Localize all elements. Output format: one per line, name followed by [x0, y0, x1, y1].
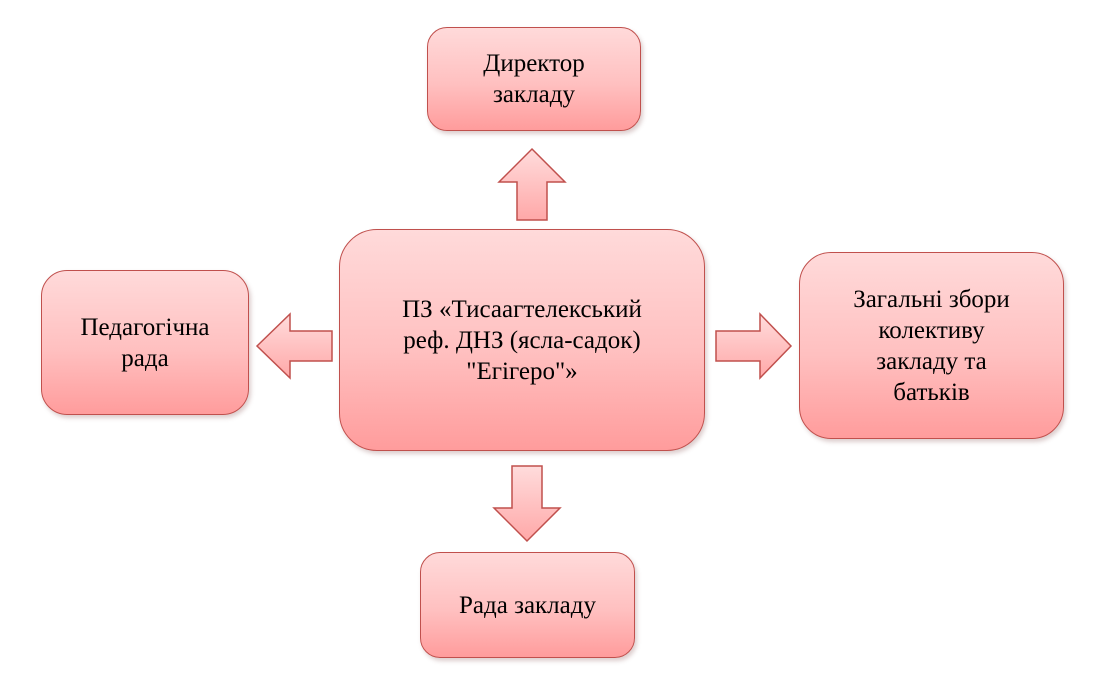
- node-general-meeting-label: Загальні збори колективу закладу та бать…: [853, 285, 1010, 406]
- node-general-meeting: Загальні збори колективу закладу та бать…: [799, 252, 1064, 439]
- node-pedagogical-council: Педагогічна рада: [41, 270, 249, 415]
- node-institution-council: Рада закладу: [420, 552, 635, 658]
- arrow-to-director: [497, 147, 567, 221]
- arrow-to-institution-council: [492, 465, 562, 543]
- node-director-label: Директор закладу: [483, 50, 585, 108]
- node-center-label: ПЗ «Тисаагтелекський реф. ДНЗ (ясла-садо…: [402, 295, 642, 385]
- node-institution-council-label: Рада закладу: [459, 591, 596, 619]
- arrow-to-pedagogical-council: [255, 312, 333, 380]
- node-director: Директор закладу: [427, 27, 641, 131]
- arrow-to-general-meeting: [715, 312, 793, 380]
- node-pedagogical-council-label: Педагогічна рада: [80, 313, 210, 372]
- node-center-institution: ПЗ «Тисаагтелекський реф. ДНЗ (ясла-садо…: [339, 229, 705, 451]
